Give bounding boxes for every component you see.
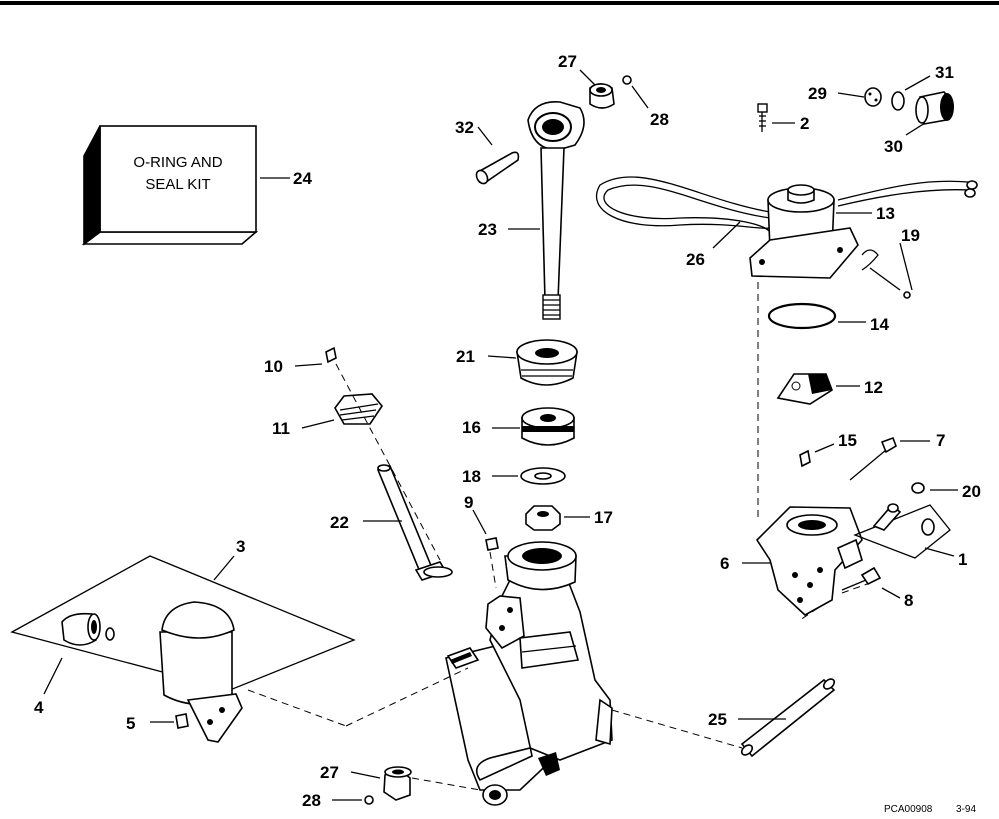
kit-label-line1: O-RING AND [133, 154, 222, 171]
callout-4: 4 [34, 698, 44, 717]
washer-18: 18 [462, 467, 566, 486]
valve-1: 1 [853, 503, 967, 569]
filter-12: 12 [776, 373, 883, 405]
callout-7: 7 [936, 431, 945, 450]
piston-rod-23: 23 [478, 101, 585, 320]
callout-17: 17 [594, 508, 613, 527]
callout-32: 32 [455, 118, 474, 137]
plug-15: 15 [799, 431, 857, 468]
callout-28-bottom: 28 [302, 791, 321, 810]
cylinder-housing [445, 541, 613, 806]
piston-16: 16 [462, 407, 575, 446]
screw-7: 7 [849, 431, 945, 481]
callout-13: 13 [876, 204, 895, 223]
pump-body-6: 6 [720, 506, 863, 616]
callout-11: 11 [272, 419, 290, 438]
callout-1: 1 [958, 550, 967, 569]
clip-19: 19 [861, 226, 920, 299]
callout-5: 5 [126, 714, 135, 733]
callout-15: 15 [838, 431, 857, 450]
bushing-27-top: 27 28 [558, 52, 669, 129]
o-ring-20: 20 [911, 482, 981, 501]
callout-29: 29 [808, 84, 827, 103]
callout-27-bottom: 27 [320, 763, 339, 782]
callout-28-top: 28 [650, 110, 669, 129]
cap-21: 21 [456, 339, 578, 386]
reservoir-3: 3 4 [10, 537, 356, 743]
callout-19: 19 [901, 226, 920, 245]
valve-10: 10 [264, 346, 337, 376]
bushing-27-bottom: 27 [320, 763, 412, 801]
pin-32: 32 [455, 118, 520, 185]
screw-8: 8 [841, 566, 913, 610]
callout-12: 12 [864, 378, 883, 397]
callout-9: 9 [464, 493, 473, 512]
callout-27-top: 27 [558, 52, 577, 71]
callout-6: 6 [720, 554, 729, 573]
plug-9: 9 [464, 493, 499, 551]
callout-18: 18 [462, 467, 481, 486]
screw-5: 5 [126, 713, 189, 733]
callout-25: 25 [708, 710, 727, 729]
nut-17: 17 [525, 505, 613, 531]
callout-20: 20 [962, 482, 981, 501]
callout-2: 2 [800, 114, 809, 133]
callout-23: 23 [478, 220, 497, 239]
callout-26: 26 [686, 250, 705, 269]
figure-date: 3-94 [956, 804, 976, 815]
ring-28-bottom: 28 [302, 791, 374, 810]
callout-16: 16 [462, 418, 481, 437]
pin-25: 25 [708, 678, 836, 758]
callout-10: 10 [264, 357, 283, 376]
screw-2: 2 [757, 103, 809, 133]
callout-14: 14 [870, 315, 889, 334]
callout-8: 8 [904, 591, 913, 610]
callout-31: 31 [935, 63, 954, 82]
seal-kit-box: O-RING AND SEAL KIT 24 [81, 125, 312, 246]
callout-24: 24 [293, 169, 312, 188]
callout-3: 3 [236, 537, 245, 556]
callout-21: 21 [456, 347, 475, 366]
callout-22: 22 [330, 513, 349, 532]
connector-parts-29-31: 29 31 30 [808, 63, 954, 156]
callout-30: 30 [884, 137, 903, 156]
seal-11: 11 [272, 393, 383, 438]
tube-22: 22 [330, 464, 453, 581]
o-ring-14: 14 [767, 302, 889, 334]
kit-label-line2: SEAL KIT [145, 176, 210, 193]
pump-motor-13: 13 26 [595, 176, 978, 279]
figure-code: PCA00908 [884, 804, 933, 815]
